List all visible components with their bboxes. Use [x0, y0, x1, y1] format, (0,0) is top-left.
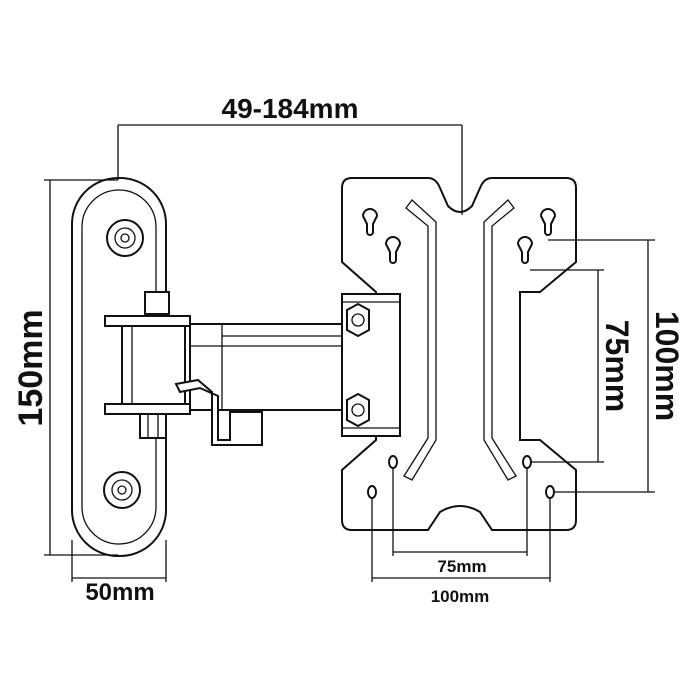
wall-plate-width-label: 50mm — [85, 579, 154, 606]
vesa-horizontal-100-label: 100mm — [431, 587, 490, 606]
vesa-vertical-75-label: 75mm — [599, 320, 635, 413]
tilt-bracket — [341, 293, 401, 437]
arm-hinge — [104, 291, 191, 439]
top-wall-screw-icon — [106, 219, 144, 257]
arm-extension-label: 49-184mm — [222, 93, 359, 124]
bottom-nut-icon — [346, 392, 370, 428]
vesa-horizontal-75-label: 75mm — [437, 557, 486, 576]
keyhole-slot-icon — [385, 236, 401, 264]
vesa-plate — [341, 177, 577, 531]
keyhole-slot-icon — [540, 208, 556, 236]
keyhole-slot-icon — [362, 208, 378, 236]
bottom-wall-screw-icon — [103, 471, 141, 509]
top-nut-icon — [346, 302, 370, 338]
vesa-vertical-100-label: 100mm — [649, 311, 685, 421]
wall-plate-height-label: 150mm — [12, 309, 50, 426]
keyhole-slot-icon — [517, 236, 533, 264]
dimension-lines — [44, 124, 655, 582]
cable-hook — [174, 378, 263, 446]
